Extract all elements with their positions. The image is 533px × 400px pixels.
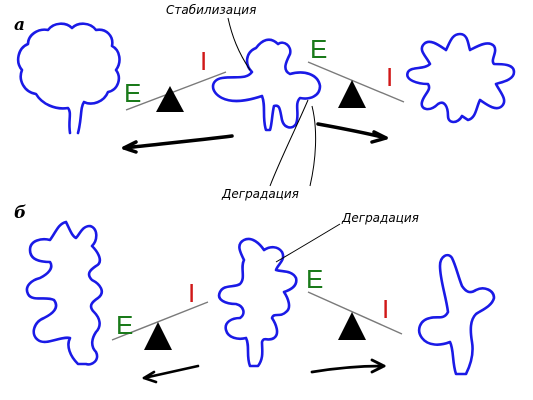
- panel-b-shape-branched: [217, 237, 298, 368]
- panel-a-left-arrow-shaft: [122, 134, 234, 150]
- panel-a-annotation-bottom-leader-1: [269, 99, 309, 187]
- panel-b-shape-simple: [417, 253, 496, 376]
- panel-b-balance-2-beam: [307, 291, 403, 335]
- panel-a-annotation-top-leader: [227, 17, 251, 71]
- panel-a-letter: а: [14, 15, 25, 35]
- panel-b-right-arrow-shaft: [310, 364, 386, 374]
- panel-a-balance-1-I: I: [200, 46, 207, 76]
- panel-b-balance-2-fulcrum: [338, 312, 366, 340]
- panel-b-shape-tall: [25, 220, 104, 366]
- panel-b-letter: б: [14, 203, 26, 223]
- panel-a-shape-rounded: [16, 22, 121, 135]
- panel-a-balance-1-E: E: [124, 78, 141, 108]
- panel-b-annotation-top-leader: [275, 223, 341, 263]
- panel-a-balance-2-fulcrum: [338, 80, 366, 108]
- panel-b-balance-1-E: E: [116, 310, 133, 340]
- panel-b-annotation-top: Деградация: [341, 211, 419, 225]
- panel-a-balance-2-E: E: [310, 34, 327, 64]
- panel-a-right-arrow-head: [370, 130, 388, 144]
- panel-a-balance-2-I: I: [386, 62, 393, 92]
- panel-a-balance-1-fulcrum: [156, 86, 184, 112]
- panel-b-balance-1-fulcrum: [144, 322, 172, 350]
- panel-b-balance-2-I: I: [382, 294, 389, 324]
- panel-b-balance-1-I: I: [188, 278, 195, 308]
- panel-b-balance-1-beam: [111, 301, 209, 341]
- panel-a-shape-star: [406, 32, 516, 124]
- panel-a-balance-2-beam: [307, 61, 405, 103]
- panel-a-annotation-top: Стабилизация: [166, 3, 256, 17]
- panel-a-annotation-bottom: Деградация: [221, 187, 299, 201]
- panel-b-right-arrow-head: [370, 358, 386, 374]
- panel-a-left-arrow-head: [122, 140, 138, 154]
- panel-a-balance-1-beam: [125, 71, 227, 111]
- panel-b-balance-2-E: E: [306, 264, 323, 294]
- panel-b-left-arrow-head: [142, 370, 158, 384]
- panel-a-shape-branching: [211, 38, 322, 132]
- panel-b-left-arrow-shaft: [142, 364, 200, 380]
- panel-a-annotation-bottom-leader-2: [309, 105, 317, 187]
